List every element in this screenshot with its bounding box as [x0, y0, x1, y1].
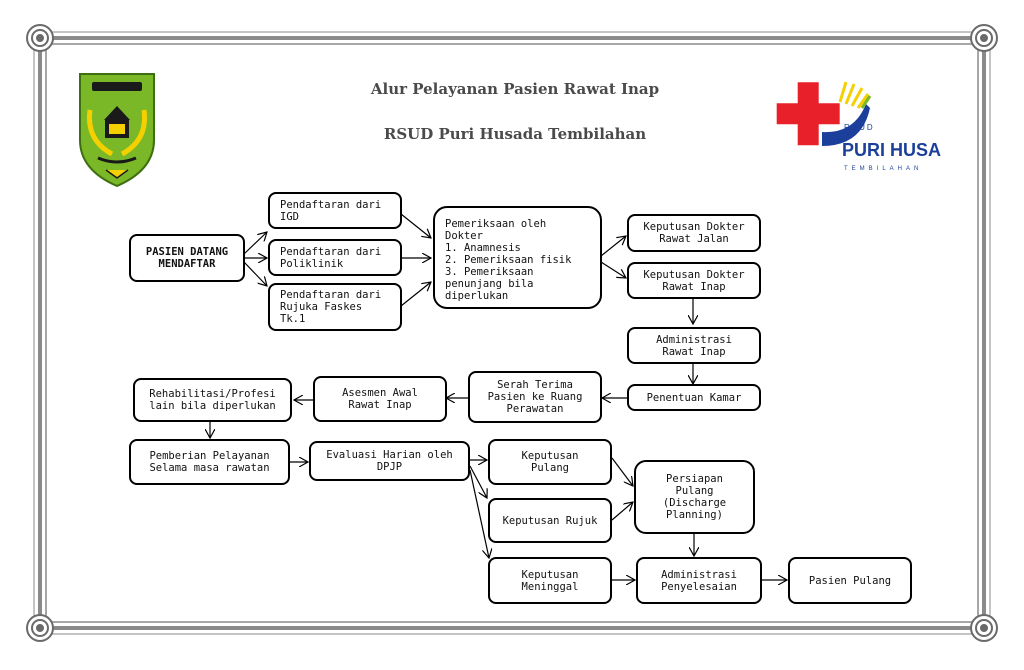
node-keputusan-rujuk: Keputusan Rujuk: [488, 498, 612, 543]
node-rehabilitasi: Rehabilitasi/Profesi lain bila diperluka…: [133, 378, 292, 422]
node-serah-terima: Serah Terima Pasien ke Ruang Perawatan: [468, 371, 602, 423]
node-pendaftaran-poliklinik: Pendaftaran dari Poliklinik: [268, 239, 402, 276]
diagram-subtitle: RSUD Puri Husada Tembilahan: [383, 125, 647, 143]
node-penentuan-kamar: Penentuan Kamar: [627, 384, 761, 411]
node-pasien-datang: PASIEN DATANG MENDAFTAR: [129, 234, 245, 282]
logo-text-rsud: RSUD: [844, 123, 875, 132]
node-asesmen-awal: Asesmen Awal Rawat Inap: [313, 376, 447, 422]
node-pasien-pulang: Pasien Pulang: [788, 557, 912, 604]
node-keputusan-rawat-jalan: Keputusan Dokter Rawat Jalan: [627, 214, 761, 252]
node-administrasi-penyelesaian: Administrasi Penyelesaian: [636, 557, 762, 604]
indragiri-hilir-emblem: [79, 73, 155, 188]
node-evaluasi-harian: Evaluasi Harian oleh DPJP: [309, 441, 470, 481]
node-pemeriksaan-dokter: Pemeriksaan oleh Dokter 1. Anamnesis 2. …: [433, 206, 602, 309]
node-administrasi-rawat-inap: Administrasi Rawat Inap: [627, 327, 761, 364]
logo-text-name: PURI HUSADA: [842, 140, 942, 160]
node-persiapan-pulang: Persiapan Pulang (Discharge Planning): [634, 460, 755, 534]
node-pendaftaran-rujukan: Pendaftaran dari Rujuka Faskes Tk.1: [268, 283, 402, 331]
node-keputusan-meninggal: Keputusan Meninggal: [488, 557, 612, 604]
logo-text-city: TEMBILAHAN: [844, 166, 922, 172]
node-pemberian-pelayanan: Pemberian Pelayanan Selama masa rawatan: [129, 439, 290, 485]
node-pendaftaran-igd: Pendaftaran dari IGD: [268, 192, 402, 229]
puri-husada-logo: RSUD PURI HUSADA TEMBILAHAN: [776, 81, 942, 172]
diagram-title: Alur Pelayanan Pasien Rawat Inap: [370, 80, 660, 98]
node-keputusan-rawat-inap: Keputusan Dokter Rawat Inap: [627, 262, 761, 299]
node-keputusan-pulang: Keputusan Pulang: [488, 439, 612, 485]
